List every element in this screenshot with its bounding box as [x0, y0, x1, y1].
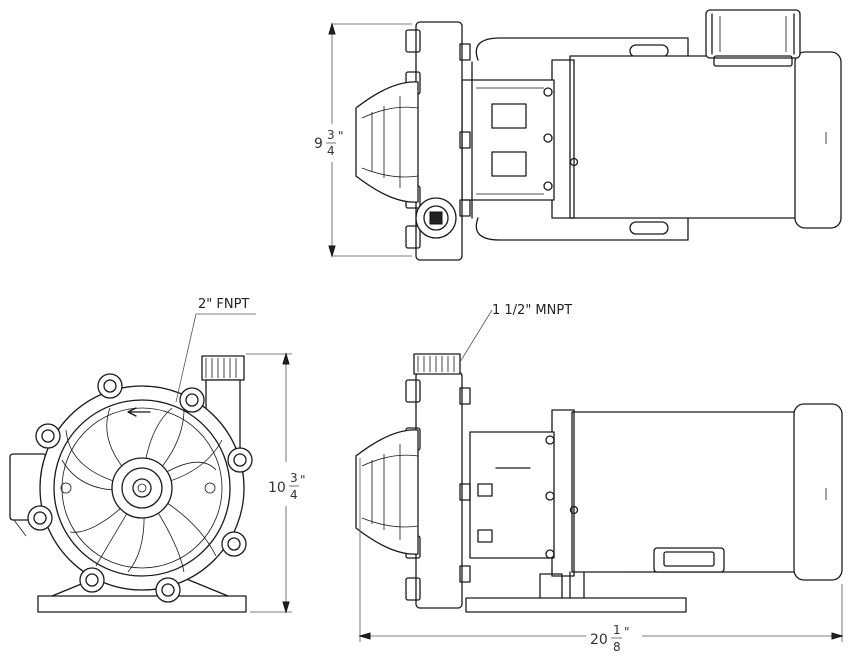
dimension-height-front: [246, 352, 292, 614]
svg-text:4: 4: [327, 144, 335, 158]
dimension-height-front-text: 10 3 4 ": [268, 471, 306, 502]
svg-text:3: 3: [290, 471, 298, 485]
svg-text:4: 4: [290, 488, 298, 502]
svg-text:3: 3: [327, 128, 335, 142]
svg-text:1: 1: [613, 623, 621, 637]
svg-text:10: 10: [268, 480, 286, 496]
front-view: [9, 313, 292, 614]
dimension-height-top: [328, 22, 412, 258]
svg-text:20: 20: [590, 632, 608, 648]
inlet-label: 2" FNPT: [198, 297, 249, 312]
side-view: [355, 309, 844, 642]
top-view: [328, 9, 842, 261]
svg-text:8: 8: [613, 640, 621, 654]
svg-text:": ": [338, 129, 344, 143]
outlet-label: 1 1/2" MNPT: [492, 303, 572, 318]
dimension-length-side-text: 20 1 8 ": [590, 623, 630, 654]
dimension-length-side: [358, 458, 844, 642]
svg-text:": ": [300, 473, 306, 487]
dimension-height-top-text: 9 3 4 ": [314, 128, 344, 158]
svg-text:": ": [624, 625, 630, 639]
svg-text:9: 9: [314, 136, 323, 152]
